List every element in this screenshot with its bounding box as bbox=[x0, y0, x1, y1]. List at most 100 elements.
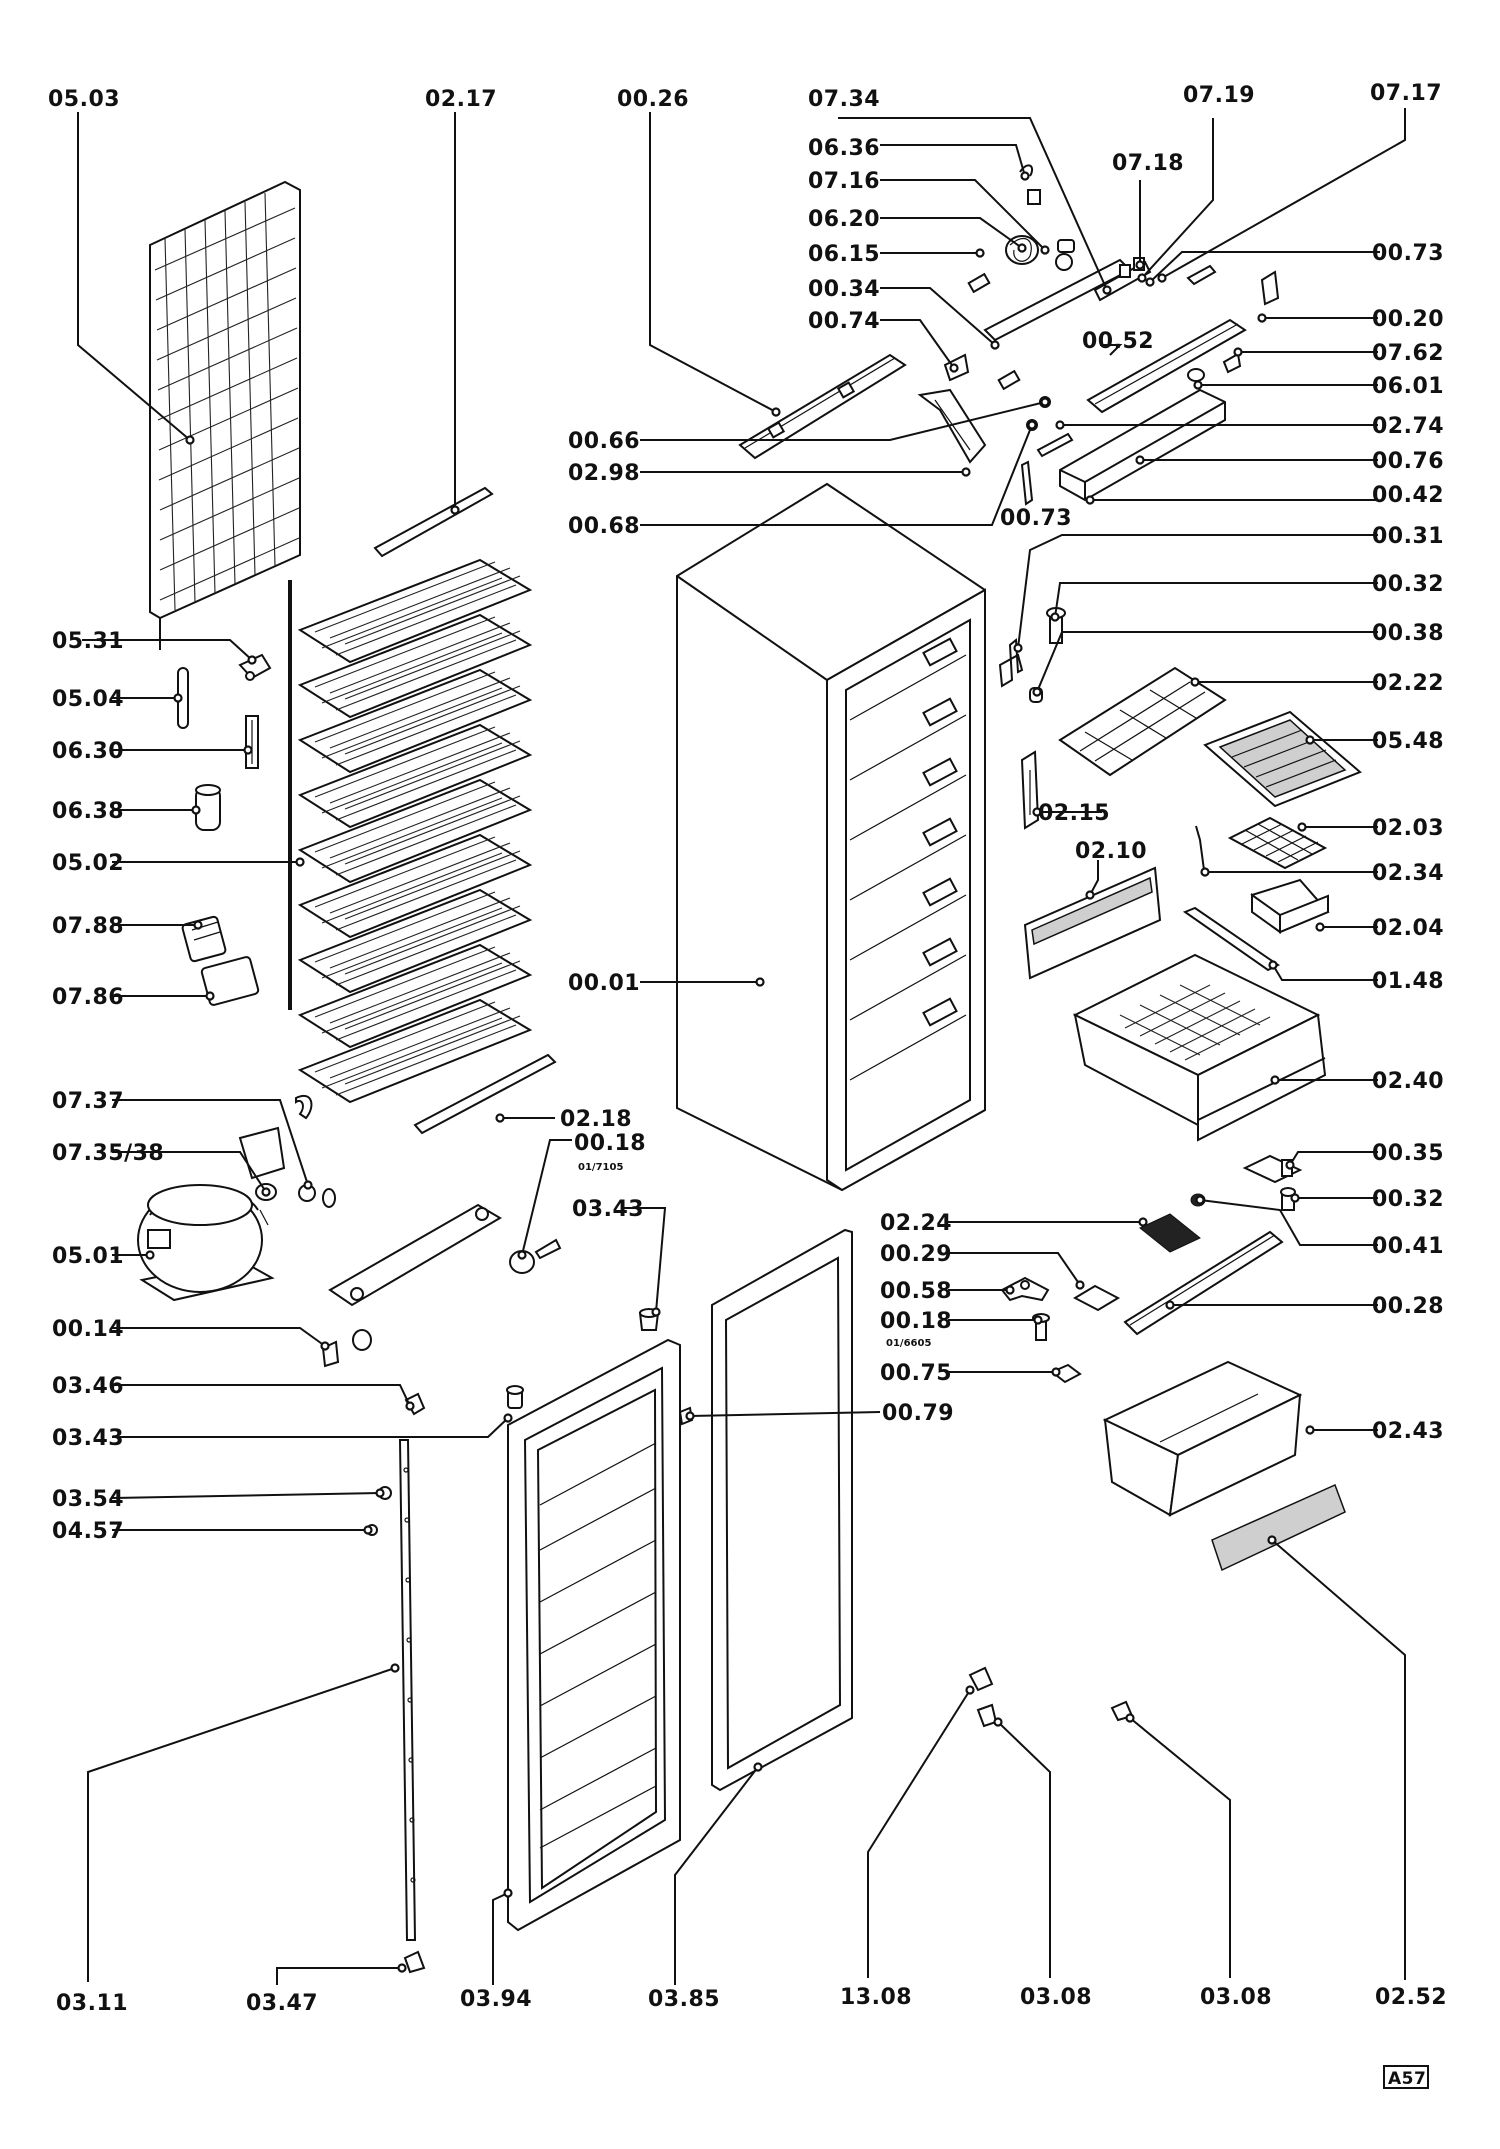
ice-tray-05-48 bbox=[1203, 710, 1362, 808]
small-part-00-73b bbox=[1020, 460, 1034, 506]
label-03-08-b: 03.08 bbox=[1200, 1985, 1272, 2010]
rail-01-48 bbox=[1182, 906, 1280, 972]
label-00-75: 00.75 bbox=[880, 1361, 952, 1386]
label-03-43-top: 03.43 bbox=[572, 1197, 644, 1222]
label-00-26: 00.26 bbox=[617, 87, 689, 112]
label-03-08-a: 03.08 bbox=[1020, 1985, 1092, 2010]
label-00-01: 00.01 bbox=[568, 971, 640, 996]
label-00-79: 00.79 bbox=[882, 1401, 954, 1426]
label-07-37: 07.37 bbox=[52, 1089, 124, 1114]
label-06-30: 06.30 bbox=[52, 739, 124, 764]
label-00-58: 00.58 bbox=[880, 1279, 952, 1304]
label-03-94: 03.94 bbox=[460, 1987, 532, 2012]
mounting-plate bbox=[328, 1203, 502, 1307]
clip-00-20 bbox=[1260, 270, 1280, 306]
small-part-00-18-top bbox=[509, 1238, 562, 1274]
label-07-16: 07.16 bbox=[808, 169, 880, 194]
label-00-73-top: 00.73 bbox=[1372, 241, 1444, 266]
label-02-24: 02.24 bbox=[880, 1211, 952, 1236]
cable-02-98 bbox=[917, 388, 987, 464]
rail-00-28 bbox=[1123, 1230, 1284, 1336]
label-13-08: 13.08 bbox=[840, 1985, 912, 2010]
clip-07-17 bbox=[1186, 264, 1217, 286]
gasket-03-85 bbox=[711, 1228, 853, 1792]
label-02-22: 02.22 bbox=[1372, 671, 1444, 696]
label-00-18-top: 00.18 bbox=[574, 1131, 646, 1156]
bracket-02-15 bbox=[1020, 750, 1040, 830]
small-part-02-74 bbox=[1036, 432, 1074, 458]
label-00-68: 00.68 bbox=[568, 514, 640, 539]
label-06-20: 06.20 bbox=[808, 207, 880, 232]
small-part-07-35-38 bbox=[238, 1126, 336, 1208]
shelf-bar-02-18 bbox=[413, 1053, 557, 1135]
label-03-43-left: 03.43 bbox=[52, 1426, 124, 1451]
label-07-35-38: 07.35/38 bbox=[52, 1141, 164, 1166]
hinge-00-58 bbox=[1000, 1276, 1050, 1302]
label-00-52: 00.52 bbox=[1082, 329, 1154, 354]
part-labels: 05.03 02.17 00.26 07.34 07.19 07.17 06.3… bbox=[48, 81, 1447, 2016]
clip-03-08a bbox=[976, 1703, 998, 1728]
label-01-48: 01.48 bbox=[1372, 969, 1444, 994]
label-00-32-bottom: 00.32 bbox=[1372, 1187, 1444, 1212]
label-07-34: 07.34 bbox=[808, 87, 880, 112]
small-part-07-86 bbox=[200, 956, 260, 1006]
compressor-05-01 bbox=[137, 1184, 275, 1302]
label-00-34: 00.34 bbox=[808, 277, 880, 302]
shelf-bar-02-17 bbox=[373, 486, 494, 558]
rail-00-73 bbox=[1086, 318, 1247, 414]
plate-00-29 bbox=[1072, 1284, 1121, 1312]
small-part-07-88 bbox=[181, 915, 227, 963]
label-02-98: 02.98 bbox=[568, 461, 640, 486]
label-03-11: 03.11 bbox=[56, 1991, 128, 2016]
small-part-07-37 bbox=[295, 1095, 316, 1202]
label-00-74: 00.74 bbox=[808, 309, 880, 334]
label-07-18: 07.18 bbox=[1112, 151, 1184, 176]
label-05-02: 05.02 bbox=[52, 851, 124, 876]
label-02-10: 02.10 bbox=[1075, 839, 1147, 864]
leader-lines bbox=[77, 108, 1406, 1985]
box-02-04 bbox=[1250, 878, 1330, 934]
label-07-86: 07.86 bbox=[52, 985, 124, 1010]
label-07-17: 07.17 bbox=[1370, 81, 1442, 106]
label-06-15: 06.15 bbox=[808, 242, 880, 267]
evaporator-shelves-05-02 bbox=[288, 558, 533, 1104]
label-00-38: 00.38 bbox=[1372, 621, 1444, 646]
label-05-48: 05.48 bbox=[1372, 729, 1444, 754]
pin-03-43-left bbox=[506, 1385, 524, 1409]
handle-02-24 bbox=[1139, 1213, 1201, 1253]
panel-02-52 bbox=[1211, 1483, 1346, 1572]
drawer-02-40 bbox=[1072, 953, 1327, 1142]
label-07-88: 07.88 bbox=[52, 914, 124, 939]
label-06-01: 06.01 bbox=[1372, 374, 1444, 399]
drawer-02-43 bbox=[1102, 1360, 1303, 1517]
label-00-14: 00.14 bbox=[52, 1317, 124, 1342]
label-02-43: 02.43 bbox=[1372, 1419, 1444, 1444]
cabinet-00-01 bbox=[676, 482, 986, 1192]
label-00-18-top-sub: 01/7105 bbox=[578, 1162, 623, 1173]
label-02-17: 02.17 bbox=[425, 87, 497, 112]
label-02-15: 02.15 bbox=[1038, 801, 1110, 826]
page-code-box: A57 bbox=[1383, 2065, 1429, 2089]
small-part-03-47 bbox=[403, 1950, 426, 1974]
label-00-20: 00.20 bbox=[1372, 307, 1444, 332]
label-07-19: 07.19 bbox=[1183, 83, 1255, 108]
label-00-76: 00.76 bbox=[1372, 449, 1444, 474]
label-03-85: 03.85 bbox=[648, 1987, 720, 2012]
door-03-94 bbox=[507, 1338, 681, 1932]
label-06-36: 06.36 bbox=[808, 136, 880, 161]
label-00-35: 00.35 bbox=[1372, 1141, 1444, 1166]
top-strip-00-26 bbox=[738, 353, 907, 460]
clip-13-08 bbox=[968, 1666, 994, 1692]
flap-02-10 bbox=[1023, 866, 1162, 980]
pin-00-32b bbox=[1280, 1187, 1296, 1211]
label-02-18: 02.18 bbox=[560, 1107, 632, 1132]
label-00-18-bottom-sub: 01/6605 bbox=[886, 1338, 931, 1349]
label-07-62: 07.62 bbox=[1372, 341, 1444, 366]
small-part-06-01 bbox=[1187, 368, 1205, 382]
label-00-28: 00.28 bbox=[1372, 1294, 1444, 1319]
label-00-31: 00.31 bbox=[1372, 524, 1444, 549]
strip-03-11 bbox=[398, 1439, 417, 1941]
label-06-38: 06.38 bbox=[52, 799, 124, 824]
label-02-40: 02.40 bbox=[1372, 1069, 1444, 1094]
small-part-07-62 bbox=[1222, 352, 1242, 374]
